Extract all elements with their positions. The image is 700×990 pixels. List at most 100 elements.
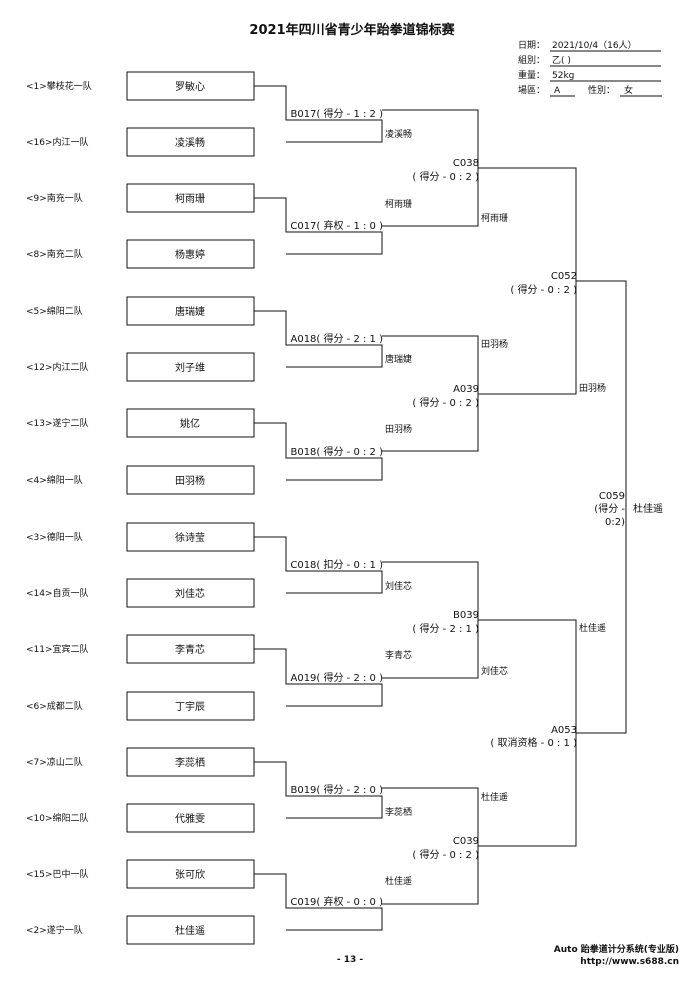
entrant-box <box>126 578 255 608</box>
r1-match-2: C017( 弃权 - 1 : 0 ) <box>290 219 383 232</box>
entrant-name: 柯雨珊 <box>175 192 205 205</box>
venue-label: 場區： <box>518 84 545 96</box>
r1-winner-8: 杜佳遥 <box>385 875 412 887</box>
r1-line-2 <box>254 197 383 255</box>
r2-winner-4: 杜佳遥 <box>481 791 508 803</box>
group-value: 乙( ) <box>552 55 571 66</box>
r1-line-4 <box>254 422 383 481</box>
entrant-box <box>126 352 255 382</box>
entrant-name: 张可欣 <box>175 868 205 881</box>
r3-winner-2: 杜佳遥 <box>579 622 606 634</box>
r2-winner-2: 田羽杨 <box>481 338 508 350</box>
entrant-box <box>126 747 255 777</box>
r1-match-1: B017( 得分 - 1 : 2 ) <box>290 108 383 120</box>
round-3: C052 ( 得分 - 0 : 2 ) 田羽杨 A053 ( 取消资格 - 0 … <box>490 271 606 749</box>
r1-winner-1: 凌溪畅 <box>385 128 412 140</box>
entrant-box <box>126 522 255 552</box>
entrant-name: 唐瑞婕 <box>175 305 205 318</box>
r2-code-1: C038 <box>453 158 479 169</box>
entrant-seed: <13>遂宁二队 <box>26 417 89 429</box>
gender-label: 性別： <box>588 84 615 96</box>
software-url: http://www.s688.cn <box>580 957 679 967</box>
page-number: - 13 - <box>337 955 364 965</box>
r3-result-2: ( 取消资格 - 0 : 1 ) <box>490 736 577 749</box>
entrant-name: 李青芯 <box>175 643 205 656</box>
entrant-box <box>126 634 255 664</box>
event-info: 日期： 2021/10/4（16人） 組別： 乙( ) 重量： 52kg 場區：… <box>518 40 662 97</box>
entrant-seed: <11>宜宾二队 <box>26 643 89 655</box>
entrant-name: 杨惠婷 <box>175 248 205 261</box>
entrant-seed: <12>内江二队 <box>26 361 89 373</box>
entrant-box <box>126 296 255 326</box>
entrant-seed: <6>成都二队 <box>26 700 83 712</box>
round-2: C038 ( 得分 - 0 : 2 ) 柯雨珊 A039 ( 得分 - 0 : … <box>412 158 508 861</box>
entrant-seed: <5>绵阳二队 <box>26 305 83 317</box>
weight-label: 重量： <box>518 69 545 81</box>
round-1: B017( 得分 - 1 : 2 ) 凌溪畅 C017( 弃权 - 1 : 0 … <box>290 108 412 908</box>
group-label: 組別： <box>518 54 545 66</box>
sf-line-1 <box>576 280 627 734</box>
r1-match-5: C018( 扣分 - 0 : 1 ) <box>290 558 383 571</box>
entrant-seed: <7>凉山二队 <box>26 756 83 768</box>
r2-winner-3: 刘佳芯 <box>481 665 508 677</box>
entrant-box <box>126 127 255 157</box>
r2-code-3: B039 <box>453 610 479 621</box>
entrant-name: 姚亿 <box>180 417 200 430</box>
entrant-seed: <14>自贡一队 <box>26 587 89 599</box>
r2-code-2: A039 <box>453 384 479 395</box>
gender-value: 女 <box>624 84 633 96</box>
date-label: 日期： <box>518 40 545 51</box>
entrant-seed: <2>遂宁一队 <box>26 924 83 936</box>
entrant-name: 代雅雯 <box>175 812 205 825</box>
entrant-name: 李蕊栖 <box>175 756 205 769</box>
entrant-seed: <3>德阳一队 <box>26 531 83 543</box>
entrant-seed: <15>巴中一队 <box>26 868 89 880</box>
entrant-box <box>126 803 255 833</box>
final: C059 (得分 - 0:2) 杜佳遥 <box>594 491 663 528</box>
entrant-seed: <8>南充二队 <box>26 248 83 260</box>
entrant-box <box>126 859 255 889</box>
final-result-line-2: 0:2) <box>605 517 625 528</box>
r1-line-5 <box>254 536 383 594</box>
entrant-name: 徐诗莹 <box>175 531 205 544</box>
r1-winner-2: 柯雨珊 <box>385 198 412 210</box>
entrant-list: <1>攀枝花一队罗敏心<16>内江一队凌溪畅<9>南充一队柯雨珊<8>南充二队杨… <box>26 71 255 945</box>
r1-match-3: A018( 得分 - 2 : 1 ) <box>290 333 383 345</box>
entrant-seed: <1>攀枝花一队 <box>26 80 92 92</box>
entrant-box <box>126 183 255 213</box>
r1-match-7: B019( 得分 - 2 : 0 ) <box>290 784 383 796</box>
r1-winner-7: 李蕊栖 <box>385 806 412 818</box>
r1-match-8: C019( 弃权 - 0 : 0 ) <box>290 895 383 908</box>
r3-code-1: C052 <box>551 271 577 282</box>
r1-line-8 <box>254 873 383 931</box>
r1-winner-5: 刘佳芯 <box>385 580 412 592</box>
entrant-seed: <10>绵阳二队 <box>26 812 89 824</box>
r1-line-6 <box>254 648 383 707</box>
r1-match-6: A019( 得分 - 2 : 0 ) <box>290 672 383 684</box>
r3-code-2: A053 <box>551 725 577 736</box>
r2-winner-1: 柯雨珊 <box>481 212 508 224</box>
entrant-box <box>126 691 255 721</box>
entrant-box <box>126 71 255 101</box>
entrant-box <box>126 465 255 495</box>
entrant-name: 刘子维 <box>175 361 205 374</box>
r3-winner-1: 田羽杨 <box>579 382 606 394</box>
weight-value: 52kg <box>552 71 574 81</box>
page-title: 2021年四川省青少年跆拳道锦标赛 <box>249 22 455 38</box>
entrant-seed: <9>南充一队 <box>26 192 83 204</box>
champion-name: 杜佳遥 <box>633 502 663 515</box>
r2-result-3: ( 得分 - 2 : 1 ) <box>412 623 479 635</box>
r2-result-4: ( 得分 - 0 : 2 ) <box>412 849 479 861</box>
software-name: Auto 跆拳道计分系统(专业版) <box>554 943 679 955</box>
date-value: 2021/10/4（16人） <box>552 40 637 51</box>
r1-line-1 <box>254 85 383 143</box>
r1-line-3 <box>254 310 383 368</box>
venue-value: A <box>554 86 561 96</box>
entrant-box <box>126 239 255 269</box>
footer: - 13 - Auto 跆拳道计分系统(专业版) http://www.s688… <box>337 943 679 967</box>
entrant-name: 刘佳芯 <box>175 587 205 600</box>
entrant-seed: <4>绵阳一队 <box>26 474 83 486</box>
r2-result-1: ( 得分 - 0 : 2 ) <box>412 171 479 183</box>
r1-winner-4: 田羽杨 <box>385 423 412 435</box>
